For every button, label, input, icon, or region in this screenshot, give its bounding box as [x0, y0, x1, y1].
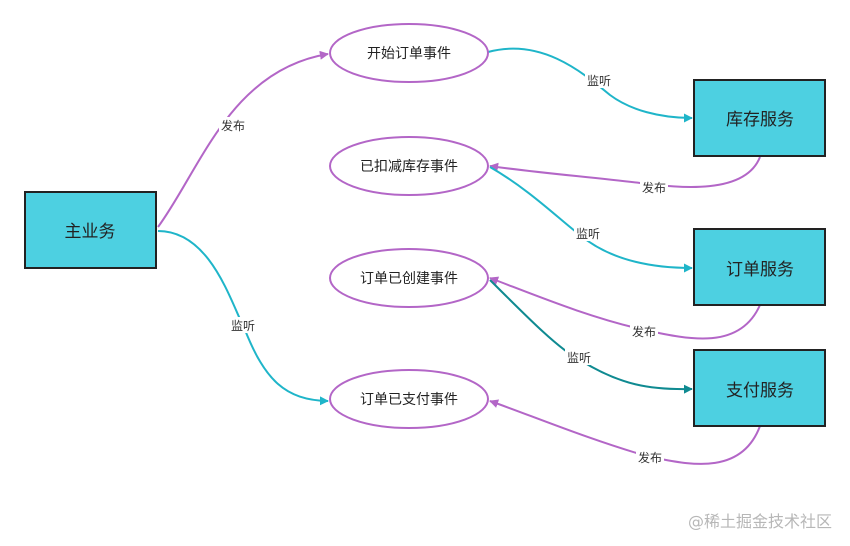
order-created-event-label: 订单已创建事件	[360, 271, 458, 287]
order-service-label: 订单服务	[726, 260, 794, 280]
svg-text:发布: 发布	[632, 324, 656, 339]
payment-service-label: 支付服务	[726, 381, 794, 401]
inventory-deducted-event-label: 已扣减库存事件	[360, 159, 458, 175]
edge-label-payment-listen: 监听	[565, 349, 593, 365]
order-paid-event-node[interactable]: 订单已支付事件	[329, 369, 489, 429]
order-paid-event-label: 订单已支付事件	[360, 392, 458, 408]
svg-text:发布: 发布	[642, 180, 666, 195]
edge-label-order-publish: 发布	[630, 323, 658, 339]
edge-inventory-listen-start-order	[487, 47, 693, 123]
main-service-node[interactable]: 主业务	[24, 191, 157, 269]
svg-text:发布: 发布	[221, 118, 245, 133]
start-order-event-label: 开始订单事件	[367, 46, 451, 62]
edge-label-payment-publish: 发布	[636, 449, 664, 465]
svg-text:发布: 发布	[638, 450, 662, 465]
svg-text:监听: 监听	[567, 351, 591, 365]
edge-label-main-listen: 监听	[229, 317, 257, 333]
payment-service-node[interactable]: 支付服务	[693, 349, 826, 427]
order-service-node[interactable]: 订单服务	[693, 228, 826, 306]
edge-main-listen-order-paid	[157, 230, 329, 406]
svg-text:监听: 监听	[587, 74, 611, 88]
svg-text:监听: 监听	[231, 319, 255, 333]
edge-label-inventory-listen: 监听	[585, 72, 613, 88]
main-service-label: 主业务	[65, 222, 116, 242]
edge-label-order-listen: 监听	[574, 225, 602, 241]
watermark: @稀土掘金技术社区	[687, 512, 832, 531]
svg-text:监听: 监听	[576, 227, 600, 241]
inventory-deducted-event-node[interactable]: 已扣减库存事件	[329, 136, 489, 196]
edge-label-inventory-publish: 发布	[640, 179, 668, 195]
order-created-event-node[interactable]: 订单已创建事件	[329, 248, 489, 308]
inventory-service-node[interactable]: 库存服务	[693, 79, 826, 157]
edge-main-publish-start-order	[157, 50, 329, 228]
start-order-event-node[interactable]: 开始订单事件	[329, 23, 489, 83]
inventory-service-label: 库存服务	[726, 110, 794, 130]
edge-label-main-publish: 发布	[219, 117, 247, 133]
edge-inventory-publish-deducted	[489, 156, 761, 188]
